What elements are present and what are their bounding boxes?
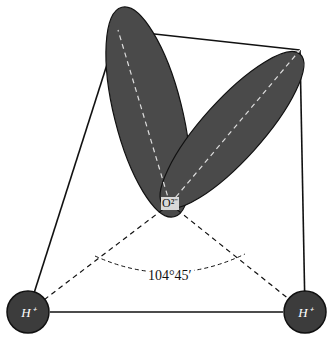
atom-symbol: H⁺ <box>21 303 34 321</box>
atom-symbol: H⁺ <box>298 303 311 321</box>
atom-label: O²⁻ <box>161 197 179 210</box>
hydrogen-atom: H⁺ <box>283 290 327 334</box>
tetrahedron-edge <box>50 312 283 313</box>
angle-label: 104°45′ <box>146 268 194 283</box>
hydrogen-atom: H⁺ <box>6 290 50 334</box>
